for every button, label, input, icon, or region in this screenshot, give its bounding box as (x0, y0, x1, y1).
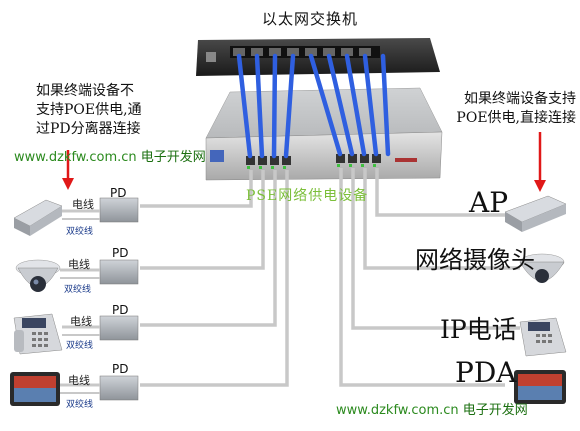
watermark-brand: 电子开发网 (140, 150, 206, 165)
pd-splitter-icon (99, 259, 139, 285)
pd-splitter-icon (99, 197, 139, 223)
device-label-pda: PDA (455, 356, 517, 389)
watermark: www.dzkfw.com.cn 电子开发网 (336, 399, 528, 418)
pd-label: PD (112, 303, 129, 317)
access-point-icon (504, 195, 567, 232)
pse-label: PSE网络供电设备 (246, 188, 369, 204)
dome-camera-icon (15, 259, 61, 292)
pd-splitter-icon (99, 315, 139, 341)
pd-label: PD (112, 246, 129, 260)
note-left-line: 如果终端设备不 (36, 83, 134, 99)
twisted-pair-label: 双绞线 (66, 400, 94, 410)
ethernet-switch-icon (196, 38, 440, 76)
watermark-site: www.dzkfw.com.cn (14, 150, 137, 165)
arrow-right-icon (534, 132, 546, 192)
power-line-label: 电线 (68, 374, 90, 387)
pd-label: PD (112, 362, 129, 376)
twisted-pair-label: 双绞线 (66, 227, 94, 237)
ip-phone-icon (519, 317, 567, 357)
pd-label: PD (110, 186, 127, 200)
pd-splitter-icon (99, 375, 139, 401)
device-label-ip-phone: IP电话 (440, 315, 517, 344)
note-right-line: 如果终端设备支持 (464, 91, 576, 107)
switch-title: 以太网交换机 (261, 10, 358, 28)
arrow-left-icon (62, 150, 74, 190)
note-right-line: POE供电,直接连接 (456, 110, 576, 126)
note-left-line: 过PD分离器连接 (36, 121, 141, 137)
power-line-label: 电线 (68, 258, 90, 271)
note-left: 如果终端设备不 支持POE供电,通 过PD分离器连接 (36, 82, 186, 139)
watermark-site: www.dzkfw.com.cn (336, 403, 459, 418)
power-line-label: 电线 (70, 315, 92, 328)
note-right: 如果终端设备支持 POE供电,直接连接 (424, 90, 576, 128)
watermark-brand: 电子开发网 (462, 403, 528, 418)
power-line-label: 电线 (72, 198, 94, 211)
pda-icon (10, 372, 60, 406)
access-point-icon (13, 199, 63, 236)
device-label-camera: 网络摄像头 (415, 246, 535, 274)
twisted-pair-label: 双绞线 (64, 285, 92, 295)
pda-icon (514, 370, 566, 404)
device-label-ap: AP (469, 186, 509, 219)
dome-camera-icon (519, 253, 565, 283)
watermark: www.dzkfw.com.cn 电子开发网 (14, 146, 206, 165)
twisted-pair-label: 双绞线 (66, 341, 94, 351)
pse-device-icon (205, 87, 443, 181)
ip-phone-icon (13, 313, 63, 355)
note-left-line: 支持POE供电,通 (36, 102, 142, 118)
